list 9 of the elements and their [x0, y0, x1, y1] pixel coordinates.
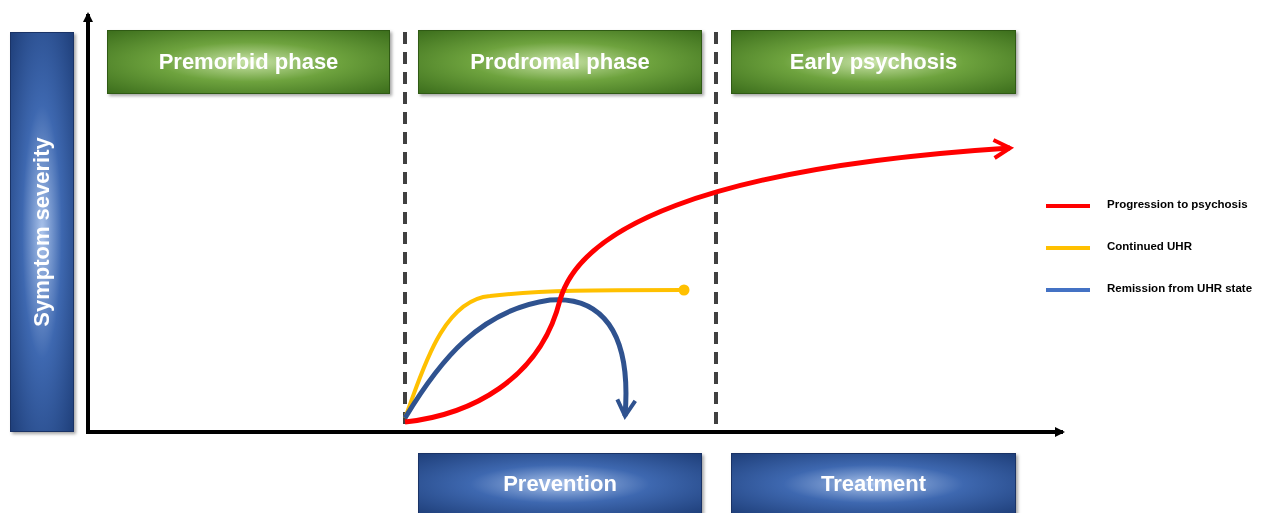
phase-box: Prodromal phase	[418, 30, 702, 94]
legend-label: Remission from UHR state	[1107, 282, 1253, 294]
legend-label: Progression to psychosis	[1107, 198, 1248, 210]
intervention-box: Prevention	[418, 453, 702, 513]
axis-title-box: Symptom severity	[10, 32, 74, 432]
phase-box: Premorbid phase	[107, 30, 390, 94]
intervention-box: Treatment	[731, 453, 1016, 513]
phase-box: Early psychosis	[731, 30, 1016, 94]
legend-label: Continued UHR	[1107, 240, 1192, 252]
